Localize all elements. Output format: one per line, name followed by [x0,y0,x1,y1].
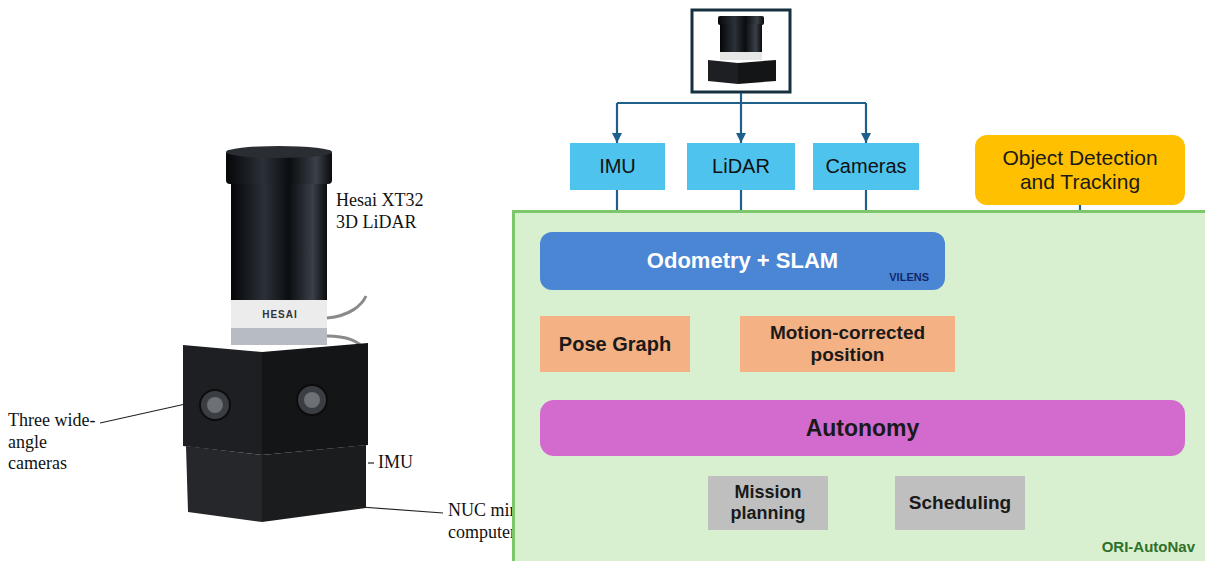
process-box: Autonomy [540,400,1185,456]
box-label: Cameras [825,155,906,178]
computer-face [186,446,262,522]
module-tag: VILENS [889,271,929,284]
camera-lens [200,390,230,420]
base-face [708,60,738,84]
lidar-lid [718,16,764,25]
leader-line [368,462,374,463]
region-title: ORI-AutoNav [1102,538,1195,555]
lidar-band [231,300,327,330]
sensor-box: IMU [570,143,665,190]
part-label: Hesai XT32 3D LiDAR [336,190,448,233]
split-line [740,93,742,103]
lidar-band [720,52,762,60]
base-face [738,60,776,84]
sensor-box: LiDAR [687,143,795,190]
data-box: Pose Graph [540,316,690,372]
box-label: Autonomy [806,415,920,441]
split-arrow [616,103,618,143]
base-face [262,343,368,455]
camera-lens [297,385,327,415]
box-label: LiDAR [712,155,770,178]
sensor-box: Cameras [813,143,919,190]
part-label: IMU [378,452,422,474]
leader-line [100,401,199,423]
system-region: ORI-AutoNav Odometry + SLAM VILENS Pose Gra… [512,210,1205,561]
lidar-body [720,24,762,52]
box-label: Mission planning [716,482,820,523]
output-box: Scheduling [895,476,1025,530]
process-box: Odometry + SLAM VILENS [540,232,945,290]
box-label: Object Detection and Tracking [983,146,1177,194]
leader-line [334,505,443,513]
box-label: Motion-corrected position [748,322,947,366]
split-arrow [740,103,742,143]
sensor-thumbnail [692,10,790,92]
camera-lens [207,397,223,413]
box-label: Scheduling [909,492,1011,514]
box-label: IMU [599,155,636,178]
split-arrow [865,103,867,143]
box-label: Odometry + SLAM [647,248,838,273]
split-arrows [617,93,866,143]
process-box: Object Detection and Tracking [975,135,1185,205]
computer-face [262,445,366,522]
lidar-top [226,146,332,158]
camera-lens [304,392,320,408]
brand-mark: HESAI [238,309,322,321]
data-box: Motion-corrected position [740,316,955,372]
cable [327,296,366,318]
box-label: Pose Graph [559,333,671,356]
base-face [183,345,262,455]
lidar-ring [231,328,327,345]
part-label: Three wide-angle cameras [8,410,104,475]
thumbnail-frame [692,10,790,92]
lidar-body [231,184,327,302]
output-box: Mission planning [708,476,828,530]
